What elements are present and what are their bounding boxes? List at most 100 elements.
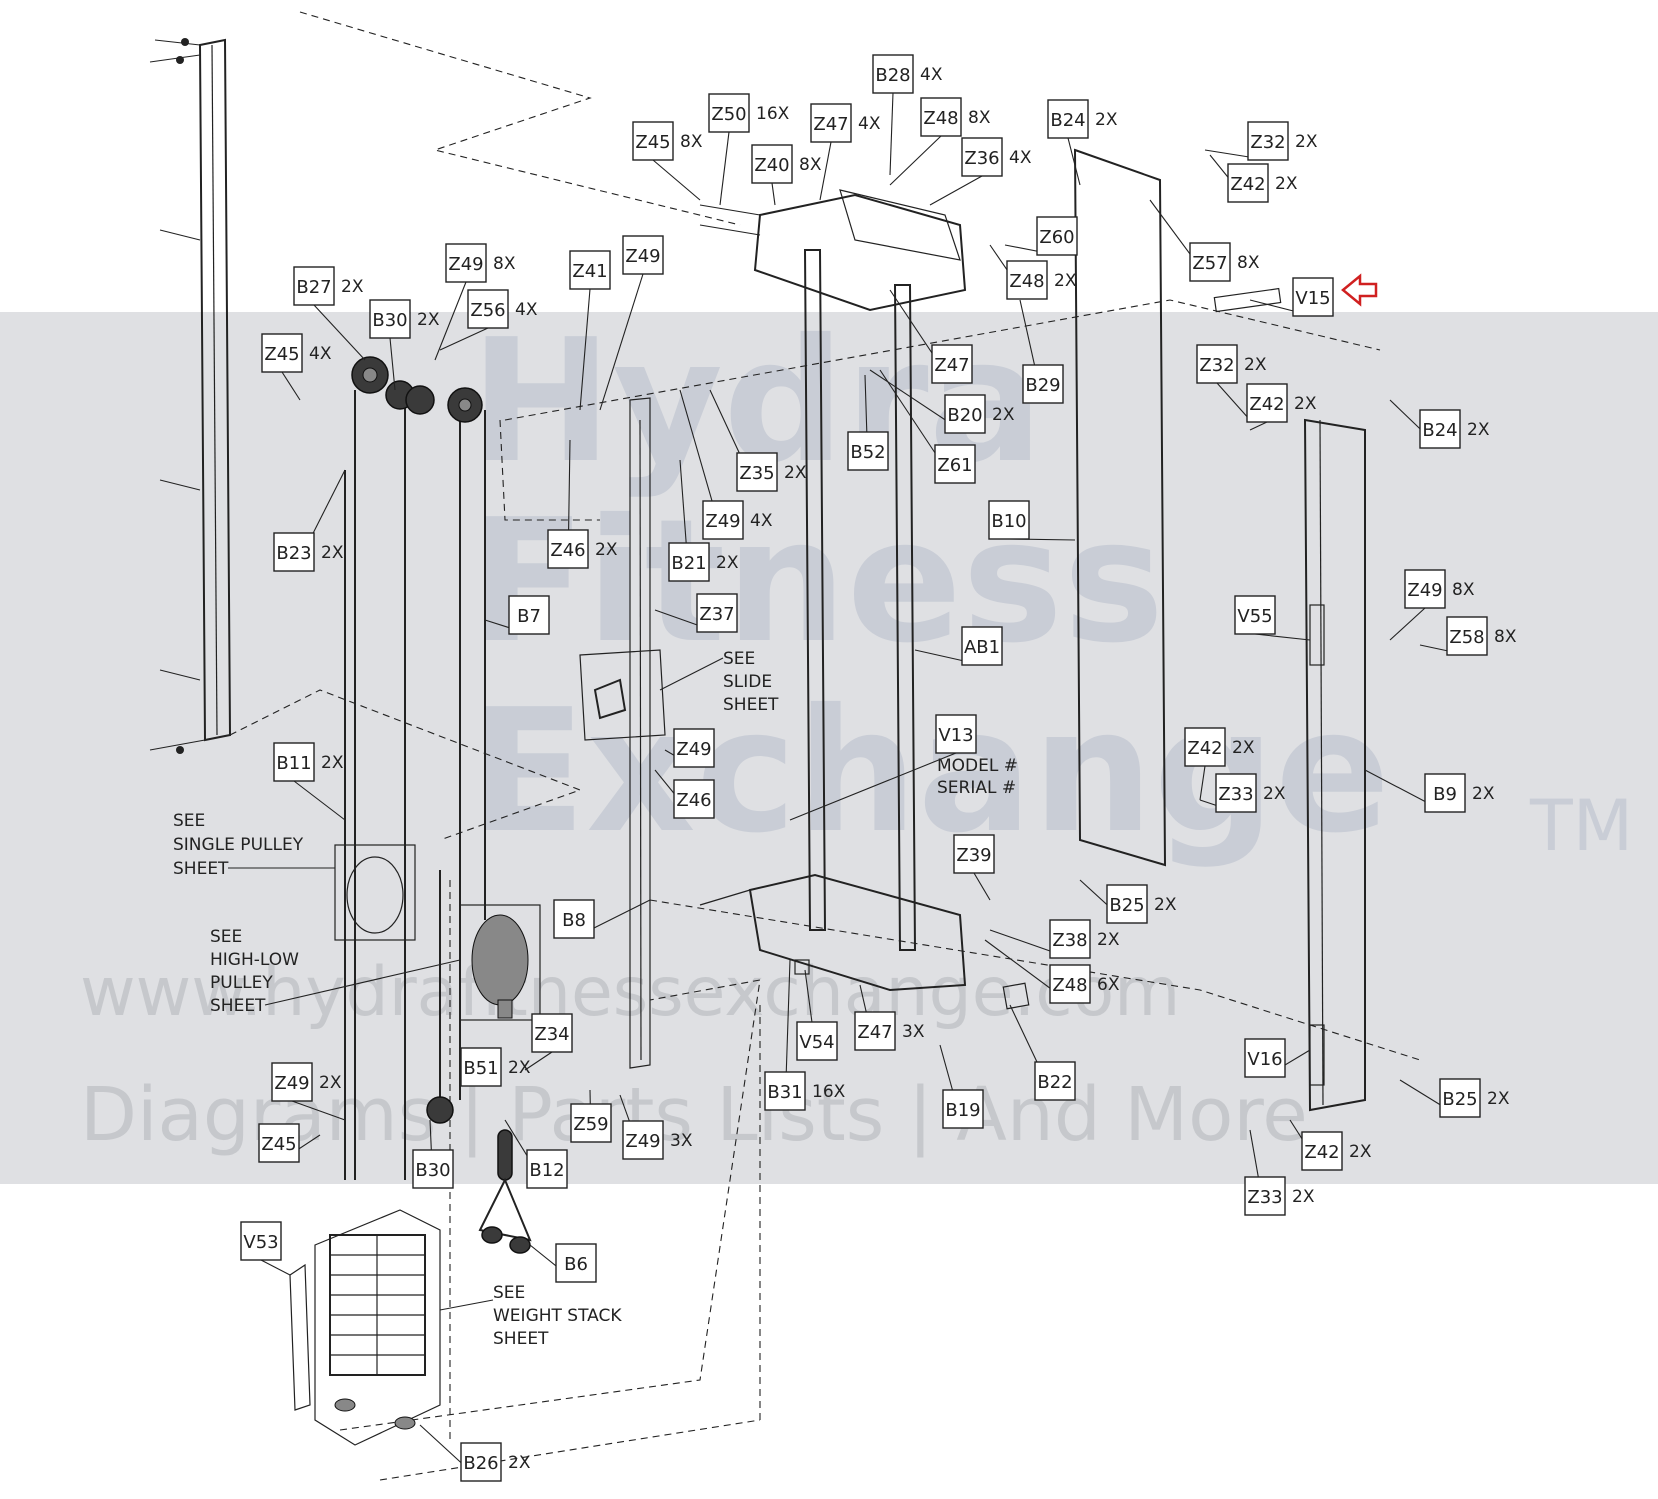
callout-leader xyxy=(389,337,396,391)
callout-quantity: 2X xyxy=(1095,110,1118,130)
callout-leader xyxy=(771,182,776,206)
callout-quantity: 8X xyxy=(680,132,703,152)
callout-part-id: V15 xyxy=(1295,288,1330,309)
callout-part-id: Z41 xyxy=(572,261,607,282)
callout-box xyxy=(961,137,1003,177)
callout-box xyxy=(1047,99,1089,139)
callout-box xyxy=(273,532,315,572)
callout-b9: B9 2X xyxy=(1364,769,1495,813)
callout-box xyxy=(1246,383,1288,423)
callout-part-id: B11 xyxy=(276,753,311,774)
callout-quantity: 8X xyxy=(1494,627,1517,647)
callout-box xyxy=(1022,364,1064,404)
note-high-low-1: SEE xyxy=(210,927,242,947)
callout-part-id: B28 xyxy=(875,65,910,86)
note-slide-1: SEE xyxy=(723,649,755,669)
callout-part-id: Z42 xyxy=(1187,738,1222,759)
note-weight-stack-1: SEE xyxy=(493,1283,525,1303)
callout-box xyxy=(460,1442,502,1482)
callout-box xyxy=(1439,1078,1481,1118)
callout-v53: V53 xyxy=(240,1221,291,1276)
callout-part-id: Z46 xyxy=(676,790,711,811)
callout-part-id: B30 xyxy=(372,310,407,331)
callout-box xyxy=(531,1013,573,1053)
callout-box xyxy=(1034,1061,1076,1101)
callout-part-id: B22 xyxy=(1037,1072,1072,1093)
callout-quantity: 8X xyxy=(968,108,991,128)
callout-part-id: Z61 xyxy=(937,455,972,476)
callout-leader xyxy=(313,304,366,361)
callout-quantity: 2X xyxy=(1349,1142,1372,1162)
note-slide-2: SLIDE xyxy=(723,672,772,692)
callout-leader xyxy=(1199,765,1206,801)
callout-box xyxy=(1049,919,1091,959)
callout-part-id: B9 xyxy=(1433,784,1457,805)
callout-z34: Z34 xyxy=(524,1013,573,1071)
callout-box xyxy=(668,542,710,582)
callout-box xyxy=(1247,121,1289,161)
callout-part-id: Z49 xyxy=(1407,580,1442,601)
callout-leader xyxy=(1389,607,1426,641)
callout-quantity: 3X xyxy=(902,1022,925,1042)
callout-z41: Z41 xyxy=(569,250,611,411)
callout-box xyxy=(1244,1038,1286,1078)
callout-part-id: Z49 xyxy=(705,511,740,532)
callout-quantity: 2X xyxy=(319,1073,342,1093)
callout-box xyxy=(1404,569,1446,609)
callout-part-id: V16 xyxy=(1247,1049,1282,1070)
callout-part-id: B20 xyxy=(947,405,982,426)
callout-box xyxy=(702,500,744,540)
callout-z59: Z59 xyxy=(570,1089,612,1143)
handle xyxy=(478,999,532,1254)
callout-quantity: 2X xyxy=(1054,271,1077,291)
callout-box xyxy=(569,250,611,290)
callout-box xyxy=(1301,1131,1343,1171)
callout-part-id: Z32 xyxy=(1199,355,1234,376)
callout-b8: B8 xyxy=(553,899,651,939)
callout-quantity: 16X xyxy=(812,1082,846,1102)
callout-box xyxy=(920,97,962,137)
callout-quantity: 4X xyxy=(515,300,538,320)
callout-leader xyxy=(524,1051,553,1071)
callout-quantity: 2X xyxy=(321,753,344,773)
callout-leader xyxy=(719,131,730,206)
callout-box xyxy=(673,779,715,819)
callout-quantity: 2X xyxy=(784,463,807,483)
note-slide-3: SHEET xyxy=(723,695,779,715)
callout-part-id: Z33 xyxy=(1218,784,1253,805)
right-uprights xyxy=(1073,148,1366,1112)
callout-part-id: B21 xyxy=(671,553,706,574)
callout-box xyxy=(673,728,715,768)
base-frame xyxy=(699,873,1030,1010)
callout-quantity: 2X xyxy=(1472,784,1495,804)
callout-box xyxy=(555,1243,597,1283)
callout-part-id: Z45 xyxy=(635,132,670,153)
callout-quantity: 8X xyxy=(1237,253,1260,273)
callout-quantity: 2X xyxy=(1487,1089,1510,1109)
callout-box xyxy=(271,1062,313,1102)
callout-quantity: 8X xyxy=(799,155,822,175)
callout-z45: Z45 xyxy=(258,1123,321,1163)
callout-box xyxy=(460,1047,502,1087)
callout-leader xyxy=(789,752,957,821)
callout-part-id: B19 xyxy=(945,1100,980,1121)
callout-box xyxy=(369,299,411,339)
callout-quantity: 2X xyxy=(1292,1187,1315,1207)
callout-part-id: Z48 xyxy=(1052,975,1087,996)
callout-b6: B6 xyxy=(529,1243,597,1283)
callout-quantity: 16X xyxy=(756,104,790,124)
